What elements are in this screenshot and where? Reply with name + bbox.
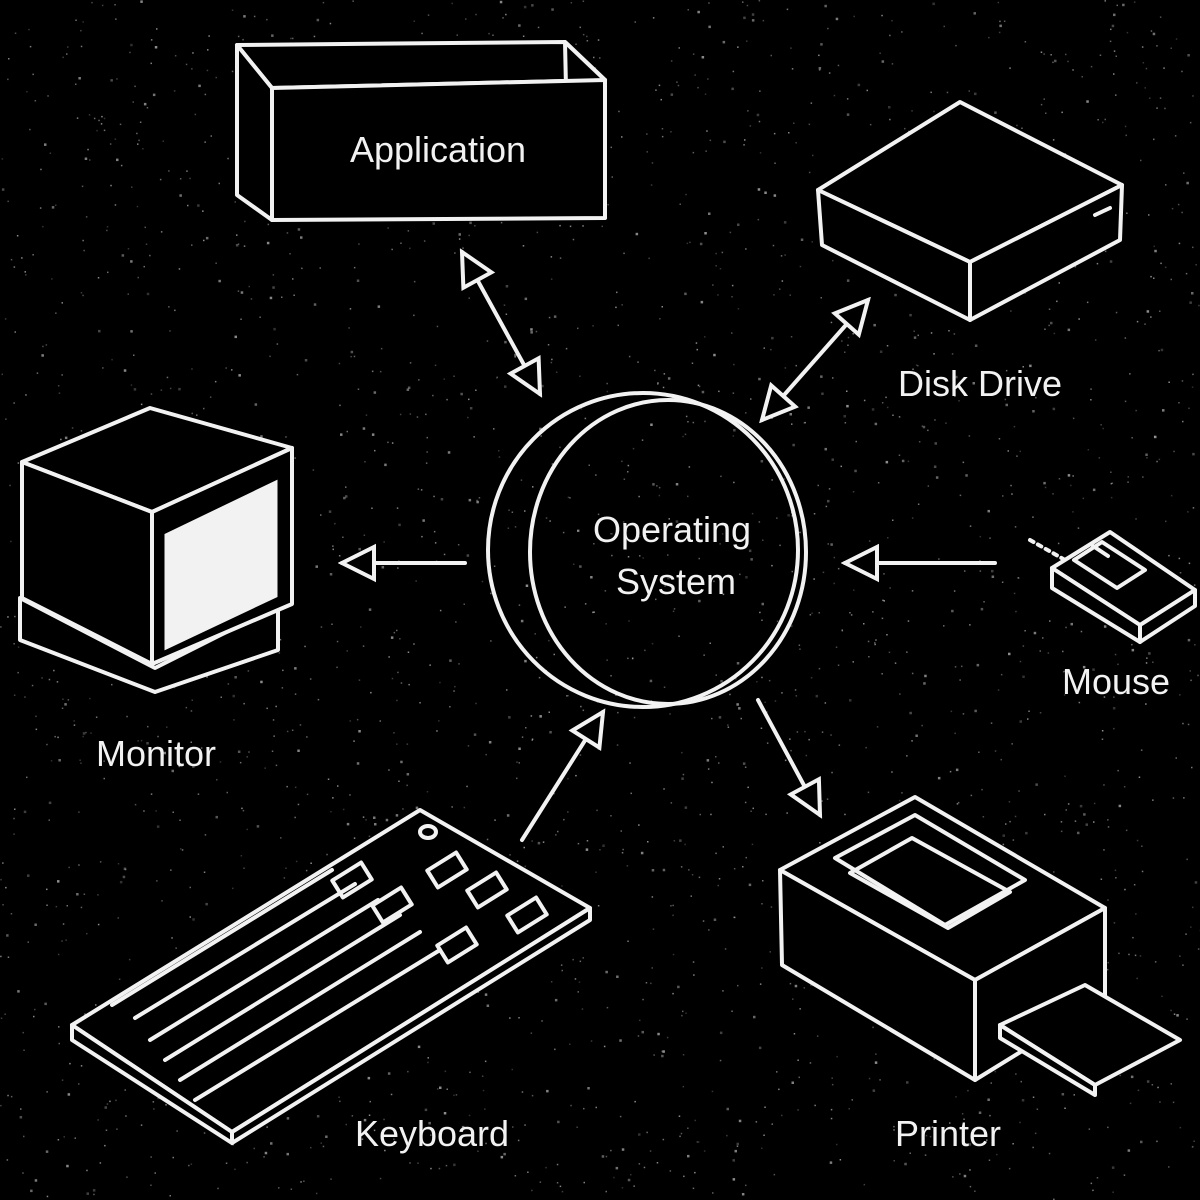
keyboard-node: Keyboard bbox=[70, 808, 592, 1154]
arrow-application-os bbox=[462, 252, 540, 394]
monitor-label: Monitor bbox=[96, 733, 216, 774]
monitor-screen bbox=[164, 479, 278, 651]
keyboard-label: Keyboard bbox=[355, 1113, 509, 1154]
operating-system-node: Operating System bbox=[486, 391, 808, 709]
arrow-keyboard-os bbox=[520, 712, 603, 842]
operating-system-label-line1: Operating bbox=[593, 509, 751, 550]
mouse-node: Mouse bbox=[1028, 530, 1197, 702]
disk-drive-node: Disk Drive bbox=[816, 100, 1124, 404]
arrow-diskdrive-os bbox=[762, 300, 868, 420]
arrow-os-printer bbox=[756, 698, 820, 815]
mouse-label: Mouse bbox=[1062, 661, 1170, 702]
printer-label: Printer bbox=[895, 1113, 1001, 1154]
operating-system-label-line2: System bbox=[616, 561, 736, 602]
application-node: Application bbox=[235, 40, 607, 222]
monitor-node: Monitor bbox=[18, 406, 294, 774]
application-label: Application bbox=[350, 129, 526, 170]
printer-node: Printer bbox=[778, 795, 1182, 1154]
disk-drive-label: Disk Drive bbox=[898, 363, 1062, 404]
